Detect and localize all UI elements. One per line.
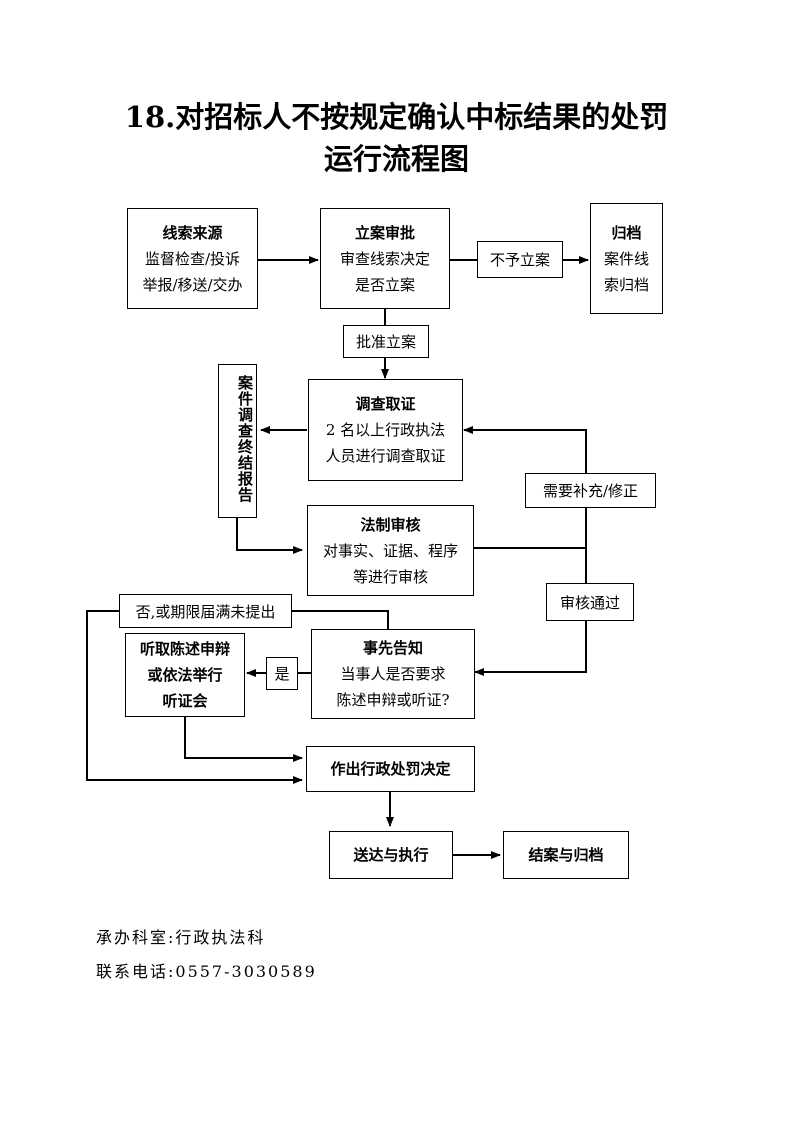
closing-box: 结案与归档: [503, 831, 629, 879]
filing-approval-box: 立案审批 审查线索决定 是否立案: [320, 208, 450, 309]
archive-title: 归档: [611, 223, 642, 242]
prior-notice-line2: 陈述申辩或听证?: [336, 691, 450, 709]
yes-label: 是: [266, 657, 298, 690]
legal-review-box: 法制审核 对事实、证据、程序 等进行审核: [307, 505, 474, 596]
legal-review-line2: 等进行审核: [352, 567, 428, 586]
review-passed-label: 审核通过: [546, 583, 634, 621]
prior-notice-line1: 当事人是否要求: [340, 665, 446, 683]
hearing-line1: 听取陈述申辩: [139, 640, 230, 658]
decision-box: 作出行政处罚决定: [306, 746, 475, 792]
decision-title: 作出行政处罚决定: [330, 760, 451, 778]
page-title: 18.对招标人不按规定确认中标结果的处罚: [124, 100, 669, 134]
delivery-title: 送达与执行: [353, 846, 429, 864]
no-or-expired-label: 否,或期限届满未提出: [119, 594, 292, 628]
page-subtitle: 运行流程图: [323, 142, 469, 176]
clue-source-line1: 监督检查/投诉: [144, 249, 241, 268]
closing-title: 结案与归档: [528, 846, 604, 864]
line-review-to-need-supplement: [474, 508, 587, 549]
no-filing-label: 不予立案: [477, 241, 563, 278]
delivery-box: 送达与执行: [329, 831, 453, 879]
footer-department: 承办科室:行政执法科: [96, 928, 266, 947]
investigation-box: 调查取证 2 名以上行政执法 人员进行调查取证: [308, 379, 463, 481]
filing-approval-line2: 是否立案: [354, 275, 415, 294]
arrow-need-supplement-to-investigation: [463, 426, 587, 473]
filing-approval-title: 立案审批: [354, 223, 415, 242]
investigation-title: 调查取证: [355, 395, 416, 413]
footer-phone: 联系电话:0557-3030589: [96, 962, 317, 981]
arrow-review-passed-to-notice: [474, 621, 587, 676]
investigation-line2: 人员进行调查取证: [325, 447, 446, 465]
archive-line2: 索归档: [603, 275, 649, 294]
hearing-line3: 听证会: [162, 692, 208, 710]
hearing-line2: 或依法举行: [147, 666, 223, 684]
arrow-report-to-review: [236, 518, 303, 554]
need-supplement-label: 需要补充/修正: [525, 473, 656, 508]
legal-review-title: 法制审核: [360, 515, 421, 534]
arrow-no-label-to-decision: [86, 610, 303, 784]
clue-source-line2: 举报/移送/交办: [142, 275, 243, 294]
approve-filing-label: 批准立案: [343, 325, 429, 358]
prior-notice-title: 事先告知: [362, 639, 423, 657]
investigation-line1: 2 名以上行政执法: [325, 421, 446, 439]
final-report-text: 案件调查终结报告: [236, 375, 254, 503]
archive-line1: 案件线: [603, 249, 649, 268]
line-notice-to-no-label: [292, 610, 389, 629]
prior-notice-box: 事先告知 当事人是否要求 陈述申辩或听证?: [311, 629, 475, 719]
clue-source-title: 线索来源: [162, 223, 223, 242]
archive-box: 归档 案件线 索归档: [590, 203, 663, 314]
final-report-box: 案件调查终结报告: [218, 364, 257, 518]
legal-review-line1: 对事实、证据、程序: [322, 541, 458, 560]
arrow-hearing-to-decision: [184, 717, 303, 762]
clue-source-box: 线索来源 监督检查/投诉 举报/移送/交办: [127, 208, 258, 309]
hearing-box: 听取陈述申辩 或依法举行 听证会: [125, 633, 245, 717]
filing-approval-line1: 审查线索决定: [339, 249, 430, 268]
